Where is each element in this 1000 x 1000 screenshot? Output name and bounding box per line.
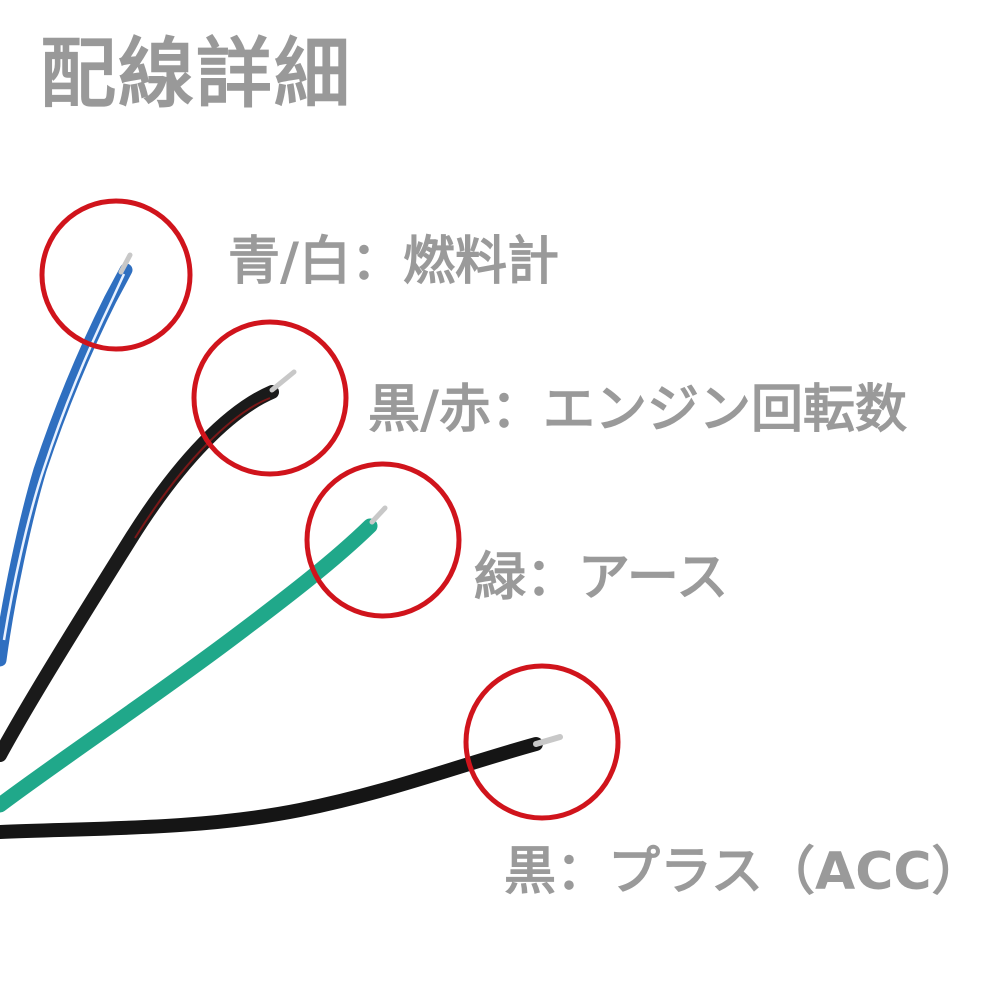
highlight-circle-2 <box>191 319 349 477</box>
wire-label-green: 緑：アース <box>474 548 729 608</box>
wire-black <box>0 734 563 839</box>
wire-blue-white <box>0 252 133 667</box>
page-title: 配線詳細 <box>40 29 352 118</box>
highlight-circle-3 <box>304 461 462 619</box>
wire-label-black-red: 黒/赤：エンジン回転数 <box>368 380 907 440</box>
wire-label-blue-white: 青/白：燃料計 <box>228 232 559 292</box>
highlight-circle-4 <box>463 663 621 821</box>
wire-green <box>0 505 388 813</box>
wire-label-black: 黒：プラス（ACC） <box>504 842 984 902</box>
highlight-circle-1 <box>39 198 193 352</box>
